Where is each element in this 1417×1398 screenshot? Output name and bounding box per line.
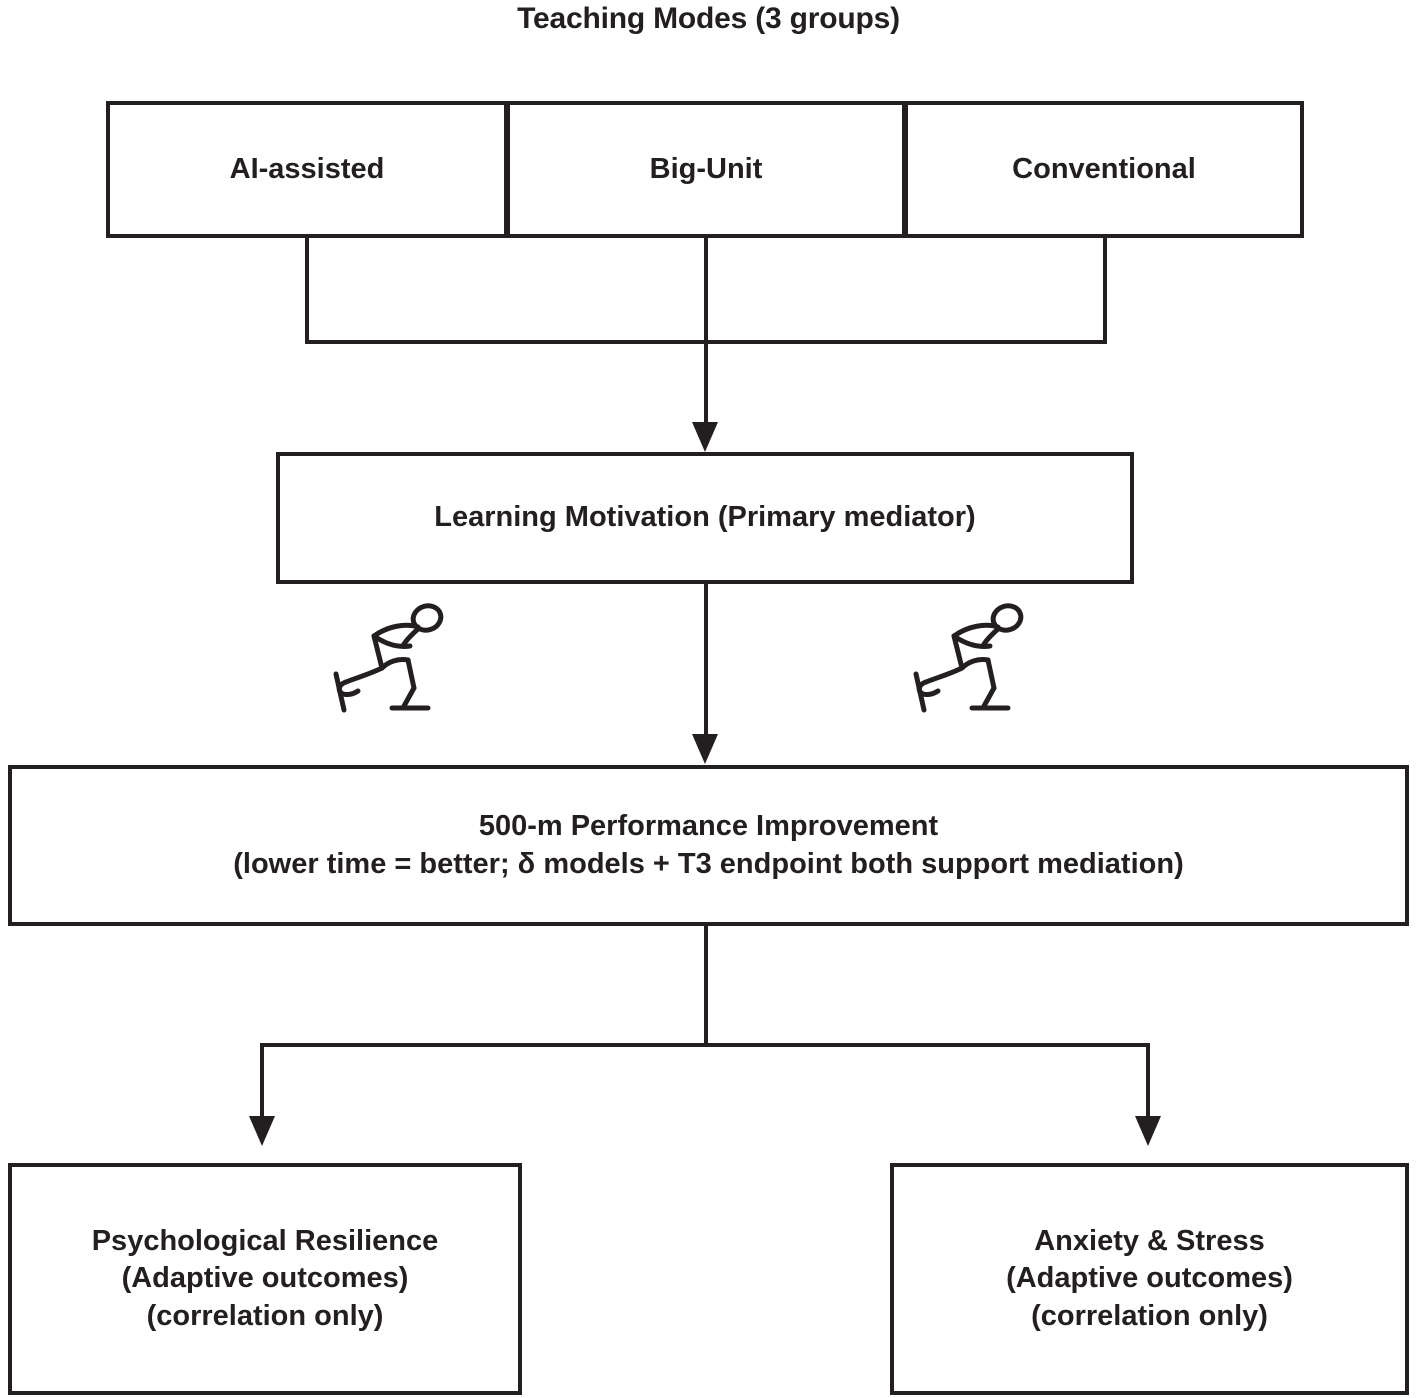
connector-stem-to-resilience bbox=[260, 1043, 264, 1118]
anxiety-label-line1: Anxiety & Stress bbox=[1034, 1225, 1265, 1258]
connector-stem-to-anxiety bbox=[1146, 1043, 1150, 1118]
mediator-label: Learning Motivation (Primary mediator) bbox=[434, 501, 976, 534]
anxiety-label-line2: (Adaptive outcomes) bbox=[1006, 1262, 1293, 1295]
adaptive-outcome-box-resilience: Psychological Resilience (Adaptive outco… bbox=[8, 1163, 522, 1395]
connector-stem-to-mediator bbox=[704, 340, 708, 424]
mediator-box-learning-motivation: Learning Motivation (Primary mediator) bbox=[276, 452, 1134, 584]
connector-split-bar bbox=[260, 1043, 1150, 1047]
connector-stem-outcome-to-split bbox=[704, 926, 708, 1045]
connector-stem-big-unit bbox=[704, 237, 708, 344]
adaptive-outcome-box-anxiety-stress: Anxiety & Stress (Adaptive outcomes) (co… bbox=[890, 1163, 1409, 1395]
group-label-ai-assisted: AI-assisted bbox=[229, 152, 385, 185]
resilience-label-line3: (correlation only) bbox=[146, 1299, 384, 1332]
arrowhead-to-resilience bbox=[249, 1116, 275, 1146]
group-box-big-unit: Big-Unit bbox=[506, 101, 906, 238]
connector-stem-ai-assisted bbox=[305, 237, 309, 344]
page-title: Teaching Modes (3 groups) bbox=[517, 2, 900, 35]
arrowhead-to-mediator bbox=[692, 422, 718, 452]
connector-stem-conventional bbox=[1103, 237, 1107, 344]
speed-skater-icon bbox=[902, 596, 1028, 728]
anxiety-label-line3: (correlation only) bbox=[1031, 1299, 1268, 1332]
connector-stem-mediator-to-outcome bbox=[704, 584, 708, 736]
group-label-big-unit: Big-Unit bbox=[649, 152, 763, 185]
group-box-conventional: Conventional bbox=[904, 101, 1304, 238]
arrowhead-to-anxiety bbox=[1135, 1116, 1161, 1146]
outcome-box-performance-improvement: 500-m Performance Improvement (lower tim… bbox=[8, 765, 1409, 926]
group-label-conventional: Conventional bbox=[1012, 152, 1196, 185]
speed-skater-icon bbox=[322, 596, 448, 728]
resilience-label-line1: Psychological Resilience bbox=[91, 1225, 439, 1258]
outcome-label-line1: 500-m Performance Improvement bbox=[478, 810, 939, 843]
group-box-ai-assisted: AI-assisted bbox=[106, 101, 508, 238]
arrowhead-to-outcome bbox=[692, 734, 718, 764]
resilience-label-line2: (Adaptive outcomes) bbox=[121, 1262, 409, 1295]
outcome-label-line2: (lower time = better; δ models + T3 endp… bbox=[233, 847, 1184, 880]
